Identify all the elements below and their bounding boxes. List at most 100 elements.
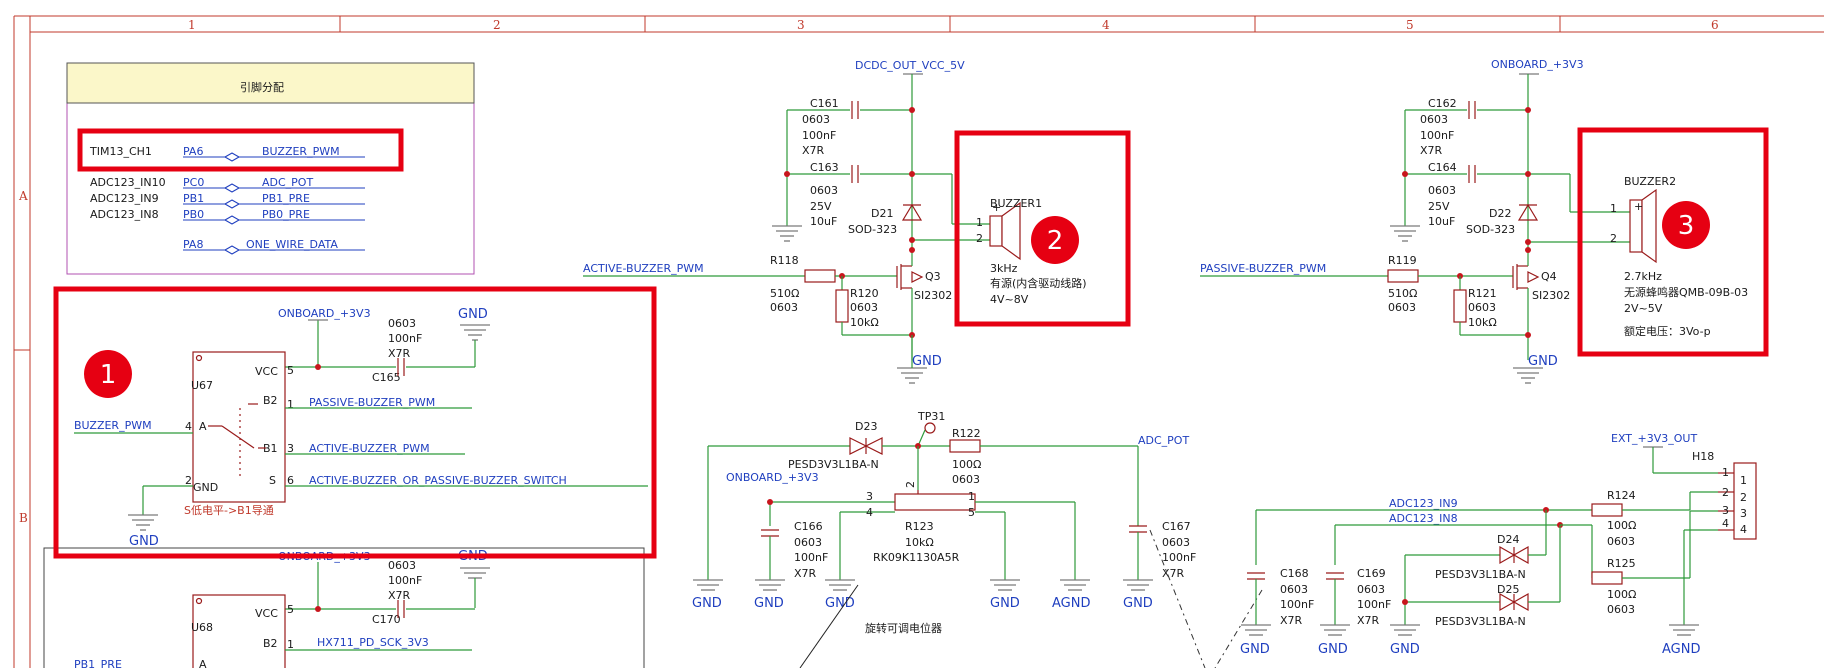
ext-gnd-0: GND [1240,642,1270,657]
pin-name-1: PC0 [183,176,204,189]
frame-column-1: 1 [188,18,196,32]
ext-net-in9: ADC123_IN9 [1389,497,1458,510]
r118-ref: R118 [770,254,799,267]
pin-table-title: 引脚分配 [240,80,284,94]
u67-num-6: 6 [287,474,294,487]
active-gnd-label: GND [912,354,942,369]
pot-pin-4: 4 [866,506,873,519]
u68-pin-b2: B2 [263,637,278,650]
c167-dielectric: X7R [1162,567,1185,580]
u67-pin-gnd: GND [193,481,218,494]
pot-pin-2: 2 [904,481,917,488]
pin-net-2: PB1_PRE [262,192,310,205]
u67-gnd-bottom-label: GND [129,534,159,549]
pot-agnd: AGND [1052,596,1090,611]
h18-num-1: 1 [1722,466,1729,479]
h18-num-3: 3 [1722,504,1729,517]
u68-num-5: 5 [287,603,294,616]
active-power-label: DCDC_OUT_VCC_5V [855,59,965,72]
u68-ref: U68 [191,621,213,634]
c170-value-2: X7R [388,589,411,602]
q4-ref: Q4 [1541,270,1557,283]
pot-gnd-0: GND [692,596,722,611]
r120-val: 10kΩ [850,316,879,329]
buzzer1-pin-plus: + [992,201,1001,214]
u67-net-s: ACTIVE-BUZZER_OR_PASSIVE-BUZZER_SWITCH [309,474,567,487]
frame-column-3: 3 [797,18,805,32]
d22-ref: D22 [1489,207,1511,220]
c167-val: 100nF [1162,551,1196,564]
c164-pkg: 0603 [1428,184,1456,197]
external-header-circuit: EXT_+3V3_OUT H18 1 2 3 4 1 2 3 4 ADC123_… [1240,432,1757,657]
pin-func-2: ADC123_IN9 [90,192,159,205]
d22-pkg: SOD-323 [1466,223,1515,236]
u67-power-label: ONBOARD_+3V3 [278,307,371,320]
c162-dielectric: X7R [1420,144,1443,157]
pin-func-3: ADC123_IN8 [90,208,159,221]
c165-value-1: 100nF [388,332,422,345]
pin-name-3: PB0 [183,208,204,221]
r123-val: 10kΩ [905,536,934,549]
pin-name-2: PB1 [183,192,204,205]
buzzer2-pin-1: 1 [1610,202,1617,215]
r122-ref: R122 [952,427,981,440]
r123-part: RK09K1130A5R [873,551,960,564]
ext-agnd: AGND [1662,642,1700,657]
c168-dielectric: X7R [1280,614,1303,627]
u67-num-5: 5 [287,364,294,377]
u67-switch-note: S低电平->B1导通 [184,504,274,517]
buzzer2-freq: 2.7kHz [1624,270,1662,283]
u67-num-3: 3 [287,442,294,455]
c163-val: 10uF [810,215,837,228]
drawing-frame: 1 2 3 4 5 6 A B [13,15,1824,668]
buzzer2-rated: 额定电压：3Vo-p [1624,324,1711,338]
pot-caption: 旋转可调电位器 [865,621,942,635]
c166-dielectric: X7R [794,567,817,580]
c167-ref: C167 [1162,520,1191,533]
h18-pin-1: 1 [1740,474,1747,487]
c169-val: 100nF [1357,598,1391,611]
passive-power-label: ONBOARD_+3V3 [1491,58,1584,71]
frame-column-4: 4 [1102,18,1110,32]
badge-1 [84,350,132,398]
c166-pkg: 0603 [794,536,822,549]
pin-net-0: BUZZER_PWM [262,145,340,158]
passive-gnd-label: GND [1528,354,1558,369]
d24-ref: D24 [1497,533,1519,546]
c169-pkg: 0603 [1357,583,1385,596]
u67-pin-s: S [269,474,276,487]
buzzer1-freq: 3kHz [990,262,1018,275]
adc-pot-net: ADC_POT [1138,434,1189,447]
highlight-switch-block [53,286,657,559]
u67-pin-b1: B1 [263,442,278,455]
r119-pkg: 0603 [1388,301,1416,314]
ext-power-label: EXT_+3V3_OUT [1611,432,1697,445]
buzzer1-voltage: 4V~8V [990,293,1029,306]
d23-part: PESD3V3L1BA-N [788,458,879,471]
buzzer2-voltage: 2V~5V [1624,302,1663,315]
buzzer2-type: 无源蜂鸣器QMB-09B-03 [1624,285,1748,299]
r118-pkg: 0603 [770,301,798,314]
h18-num-4: 4 [1722,517,1729,530]
passive-input-net: PASSIVE-BUZZER_PWM [1200,262,1326,275]
c165-value-0: 0603 [388,317,416,330]
pin-net-3: PB0_PRE [262,208,310,221]
u67-net-b2: PASSIVE-BUZZER_PWM [309,396,435,409]
u67-ref: U67 [191,379,213,392]
r121-val: 10kΩ [1468,316,1497,329]
c163-ref: C163 [810,161,839,174]
r124-val: 100Ω [1607,519,1636,532]
r119-ref: R119 [1388,254,1417,267]
buzzer1-ref: BUZZER1 [990,197,1042,210]
buzzer2-pin-plus: + [1634,200,1643,213]
c164-ref: C164 [1428,161,1457,174]
buzzer2-pin-2: 2 [1610,232,1617,245]
r125-pkg: 0603 [1607,603,1635,616]
c162-ref: C162 [1428,97,1457,110]
highlight-pin-row [77,128,404,172]
pot-pin-1: 1 [968,490,975,503]
analog-switch-u68: ONBOARD_+3V3 GND 0603 100nF X7R C170 U68… [43,547,645,668]
c164-volt: 25V [1428,200,1450,213]
pin-name-4: PA8 [183,238,203,251]
